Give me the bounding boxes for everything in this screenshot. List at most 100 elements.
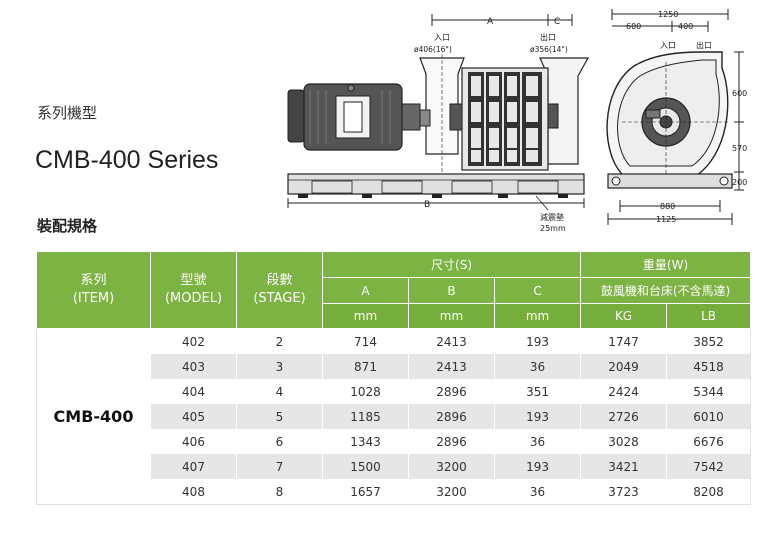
table-row: 407 7 1500 3200 193 3421 7542 — [37, 454, 752, 479]
table-row: 408 8 1657 3200 36 3723 8208 — [37, 479, 752, 505]
cell-c: 36 — [494, 354, 582, 379]
side-outlet-size: ø356(14") — [530, 45, 568, 54]
cell-a: 1657 — [322, 479, 409, 505]
header-stage-text: 段數 (STAGE) — [253, 273, 306, 306]
cell-c: 36 — [494, 429, 582, 454]
cell-stage: 7 — [236, 454, 323, 479]
header-model-text: 型號 (MODEL) — [164, 273, 223, 306]
side-view: A C 入口 ø406(16") 出口 ø356(14") — [287, 14, 590, 233]
front-base-880: 880 — [660, 202, 675, 211]
cell-a: 1185 — [322, 404, 409, 429]
cell-kg: 2424 — [580, 379, 668, 404]
header-unit-b: mm — [408, 303, 495, 329]
cell-lb: 7542 — [666, 454, 752, 479]
cell-stage: 5 — [236, 404, 323, 429]
cell-c: 193 — [494, 404, 582, 429]
front-base-1125: 1125 — [656, 215, 676, 224]
front-height-600: 600 — [732, 89, 747, 98]
table-row: CMB-400 402 2 714 2413 193 1747 3852 — [36, 328, 752, 505]
cell-lb: 8208 — [666, 479, 752, 505]
header-weight: 重量(W) — [580, 251, 752, 278]
header-col-c: C — [493, 277, 582, 304]
cell-b: 3200 — [408, 479, 495, 505]
header-size: 尺寸(S) — [321, 251, 582, 278]
cell-b: 2413 — [408, 328, 495, 354]
header-item: 系列 (ITEM) — [36, 251, 151, 329]
header-model: 型號 (MODEL) — [150, 251, 237, 329]
cell-b: 2896 — [408, 429, 495, 454]
front-width-total: 1250 — [658, 10, 678, 19]
cell-c: 351 — [494, 379, 582, 404]
cell-b: 2896 — [408, 404, 495, 429]
side-inlet-label: 入口 — [434, 33, 450, 42]
cell-model: 405 — [150, 404, 237, 429]
cell-a: 714 — [322, 328, 409, 354]
cell-stage: 2 — [236, 328, 323, 354]
header-weight-desc: 鼓風機和台床(不含馬達) — [580, 277, 752, 304]
series-label: 系列機型 — [37, 104, 98, 122]
spec-title: 裝配規格 — [37, 217, 98, 235]
cell-lb: 6676 — [666, 429, 752, 454]
cell-model: 403 — [150, 354, 237, 379]
cell-model: 408 — [150, 479, 237, 505]
cell-c: 193 — [494, 454, 582, 479]
cell-kg: 3723 — [580, 479, 668, 505]
header-unit-c: mm — [493, 303, 582, 329]
cell-a: 1500 — [322, 454, 409, 479]
front-outlet-label: 出口 — [696, 40, 712, 50]
blower-drawing: A C 入口 ø406(16") 出口 ø356(14") — [287, 9, 747, 233]
spec-table: 系列 (ITEM) 型號 (MODEL) 段數 (STAGE) 尺寸(S) 重量… — [36, 251, 752, 505]
header-item-text: 系列 (ITEM) — [72, 273, 115, 306]
cell-lb: 6010 — [666, 404, 752, 429]
front-height-570: 570 — [732, 144, 747, 153]
table-row: 404 4 1028 2896 351 2424 5344 — [37, 379, 752, 404]
cell-stage: 3 — [236, 354, 323, 379]
side-inlet-size: ø406(16") — [414, 45, 452, 54]
cell-kg: 2049 — [580, 354, 668, 379]
cell-stage: 8 — [236, 479, 323, 505]
cell-model: 402 — [150, 328, 237, 354]
cell-stage: 4 — [236, 379, 323, 404]
cell-stage: 6 — [236, 429, 323, 454]
cell-kg: 1747 — [580, 328, 668, 354]
table-row: 403 3 871 2413 36 2049 4518 — [37, 354, 752, 379]
cell-kg: 3028 — [580, 429, 668, 454]
cell-b: 2413 — [408, 354, 495, 379]
table-row: 405 5 1185 2896 193 2726 6010 — [37, 404, 752, 429]
series-title: CMB-400 Series — [35, 146, 219, 174]
header-col-a: A — [322, 277, 409, 304]
cell-c: 36 — [494, 479, 582, 505]
front-width-600: 600 — [626, 22, 641, 31]
front-height-200: 200 — [732, 178, 747, 187]
cell-model: 404 — [150, 379, 237, 404]
cell-a: 1343 — [322, 429, 409, 454]
cell-lb: 4518 — [666, 354, 752, 379]
item-name: CMB-400 — [36, 328, 151, 505]
front-view: 1250 600 400 入口 出口 600 570 200 — [606, 9, 747, 225]
front-inlet-label: 入口 — [660, 41, 676, 50]
header-unit-lb: LB — [666, 303, 752, 329]
header-unit-kg: KG — [580, 303, 668, 329]
front-width-400: 400 — [678, 22, 693, 31]
cell-lb: 3852 — [666, 328, 752, 354]
damper-size: 25mm — [540, 224, 566, 233]
cell-model: 407 — [150, 454, 237, 479]
table-row: 406 6 1343 2896 36 3028 6676 — [37, 429, 752, 454]
cell-model: 406 — [150, 429, 237, 454]
cell-b: 2896 — [408, 379, 495, 404]
dim-b-label: B — [424, 200, 430, 210]
header-stage: 段數 (STAGE) — [236, 251, 323, 329]
cell-kg: 3421 — [580, 454, 668, 479]
dim-a-label: A — [487, 17, 494, 27]
cell-lb: 5344 — [666, 379, 752, 404]
side-outlet-label: 出口 — [540, 32, 556, 42]
cell-b: 3200 — [408, 454, 495, 479]
header-col-b: B — [408, 277, 495, 304]
cell-a: 871 — [322, 354, 409, 379]
dim-c-label: C — [554, 17, 560, 27]
header-unit-a: mm — [322, 303, 409, 329]
cell-a: 1028 — [322, 379, 409, 404]
damper-label: 減震墊 — [540, 212, 564, 222]
cell-kg: 2726 — [580, 404, 668, 429]
cell-c: 193 — [494, 328, 582, 354]
